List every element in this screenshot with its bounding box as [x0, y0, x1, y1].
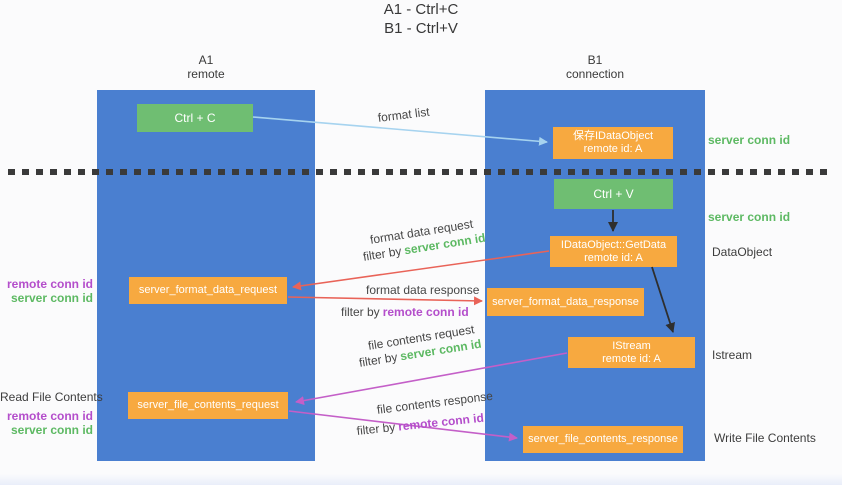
server-file-contents-response-box: server_file_contents_response — [523, 426, 683, 453]
format-data-response-label: format data response — [366, 283, 480, 297]
remote-conn-id-label-1: remote conn id — [6, 277, 93, 291]
arrow-format-data-response — [287, 296, 483, 306]
a1-subtitle: remote — [187, 67, 225, 81]
idataobject-getdata-box: IDataObject::GetData remote id: A — [550, 236, 677, 267]
getdata-line2: remote id: A — [584, 251, 643, 264]
remote-conn-id-inline: remote conn id — [382, 305, 469, 319]
filter-by-text: filter by — [341, 305, 380, 319]
dataobject-label: DataObject — [712, 245, 773, 259]
format-list-label: format list — [377, 104, 431, 125]
save-idataobject-line1: 保存IDataObject — [572, 130, 654, 142]
remote-conn-id-inline: remote conn id — [397, 410, 485, 434]
write-file-contents-label: Write File Contents — [714, 431, 816, 445]
format-response-label: server_format_data_response — [492, 295, 639, 308]
dotted-divider — [8, 169, 830, 175]
title-line-2: B1 - Ctrl+V — [384, 20, 458, 37]
istream-label: Istream — [712, 348, 753, 362]
server-conn-id-label-top: server conn id — [708, 133, 791, 147]
b1-name: B1 — [587, 53, 603, 67]
save-idataobject-box: 保存IDataObject remote id: A — [553, 127, 673, 159]
format-request-label: server_format_data_request — [138, 284, 278, 296]
read-file-contents-label: Read File Contents — [0, 390, 103, 404]
ctrl-c-box: Ctrl + C — [137, 104, 253, 132]
file-response-label: server_file_contents_response — [528, 433, 678, 445]
column-header-b1: B1 connection — [485, 53, 705, 81]
istream-line1: IStream — [612, 339, 651, 352]
filter-by-text: filter by — [358, 349, 399, 370]
getdata-line1: IDataObject::GetData — [560, 238, 667, 251]
title-line-1: A1 - Ctrl+C — [383, 1, 459, 18]
file-request-label: server_file_contents_request — [137, 399, 279, 411]
remote-conn-id-label-2: remote conn id — [6, 409, 93, 423]
ctrl-v-label: Ctrl + V — [593, 186, 634, 201]
bottom-strip — [0, 474, 842, 485]
filter-by-text: filter by — [362, 243, 403, 264]
a1-name: A1 — [198, 53, 214, 67]
server-conn-id-label-mid: server conn id — [708, 210, 791, 224]
b1-subtitle: connection — [565, 67, 625, 81]
filter-by-text: filter by — [356, 419, 396, 438]
server-conn-id-label-1: server conn id — [10, 291, 93, 305]
ctrl-v-box: Ctrl + V — [554, 179, 673, 209]
diagram-title: A1 - Ctrl+C B1 - Ctrl+V — [0, 0, 842, 38]
server-conn-id-label-2: server conn id — [10, 423, 93, 437]
server-format-data-response-box: server_format_data_response — [487, 288, 644, 316]
column-header-a1: A1 remote — [97, 53, 315, 81]
save-idataobject-line2: remote id: A — [583, 143, 643, 155]
istream-line2: remote id: A — [602, 352, 661, 365]
server-file-contents-request-box: server_file_contents_request — [128, 392, 288, 419]
conn-id-pair-format: remote conn id server conn id — [0, 277, 93, 305]
server-format-data-request-box: server_format_data_request — [129, 277, 287, 304]
istream-box: IStream remote id: A — [568, 337, 695, 368]
ctrl-c-label: Ctrl + C — [174, 110, 216, 125]
conn-id-pair-file: remote conn id server conn id — [0, 409, 93, 437]
